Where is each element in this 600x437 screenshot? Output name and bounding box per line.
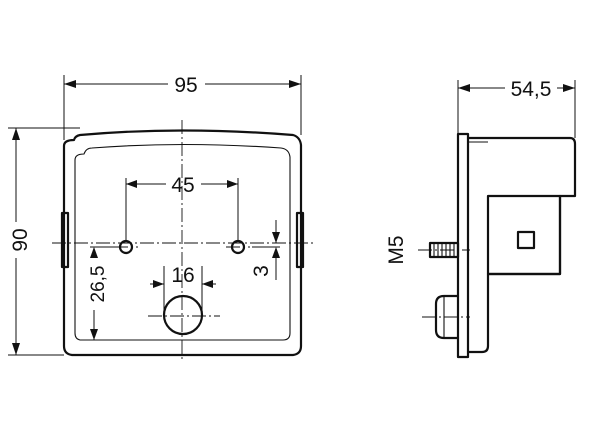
front-view — [52, 120, 315, 360]
dim-lens-diameter: 16 — [150, 264, 216, 310]
dim-label-m5: M5 — [385, 235, 408, 264]
dim-height-front: 90 — [8, 127, 80, 356]
dim-hole-spacing: 45 — [125, 174, 239, 240]
side-front-plate — [456, 132, 470, 359]
side-connector-block — [486, 194, 562, 276]
dim-label-54-5: 54,5 — [511, 78, 552, 101]
dim-depth-side: 54,5 — [457, 78, 576, 138]
side-view — [418, 132, 577, 359]
dim-label-26-5: 26,5 — [88, 266, 109, 303]
dim-label-90: 90 — [9, 228, 32, 251]
dim-label-3: 3 — [250, 265, 273, 277]
left-side-clip — [60, 211, 70, 269]
dim-hole-offset: 3 — [250, 220, 280, 280]
dim-label-95: 95 — [174, 74, 197, 97]
thread-label: M5 — [385, 235, 408, 264]
front-outer-outline — [62, 129, 303, 357]
dim-label-45: 45 — [171, 174, 194, 197]
lens-circle — [162, 294, 204, 336]
dim-hole-height: 26,5 — [88, 246, 120, 340]
front-inner-outline — [74, 143, 291, 341]
dim-width-front: 95 — [63, 74, 302, 140]
right-side-clip — [295, 211, 305, 269]
dim-label-16: 16 — [171, 264, 194, 287]
side-terminal — [516, 230, 536, 250]
